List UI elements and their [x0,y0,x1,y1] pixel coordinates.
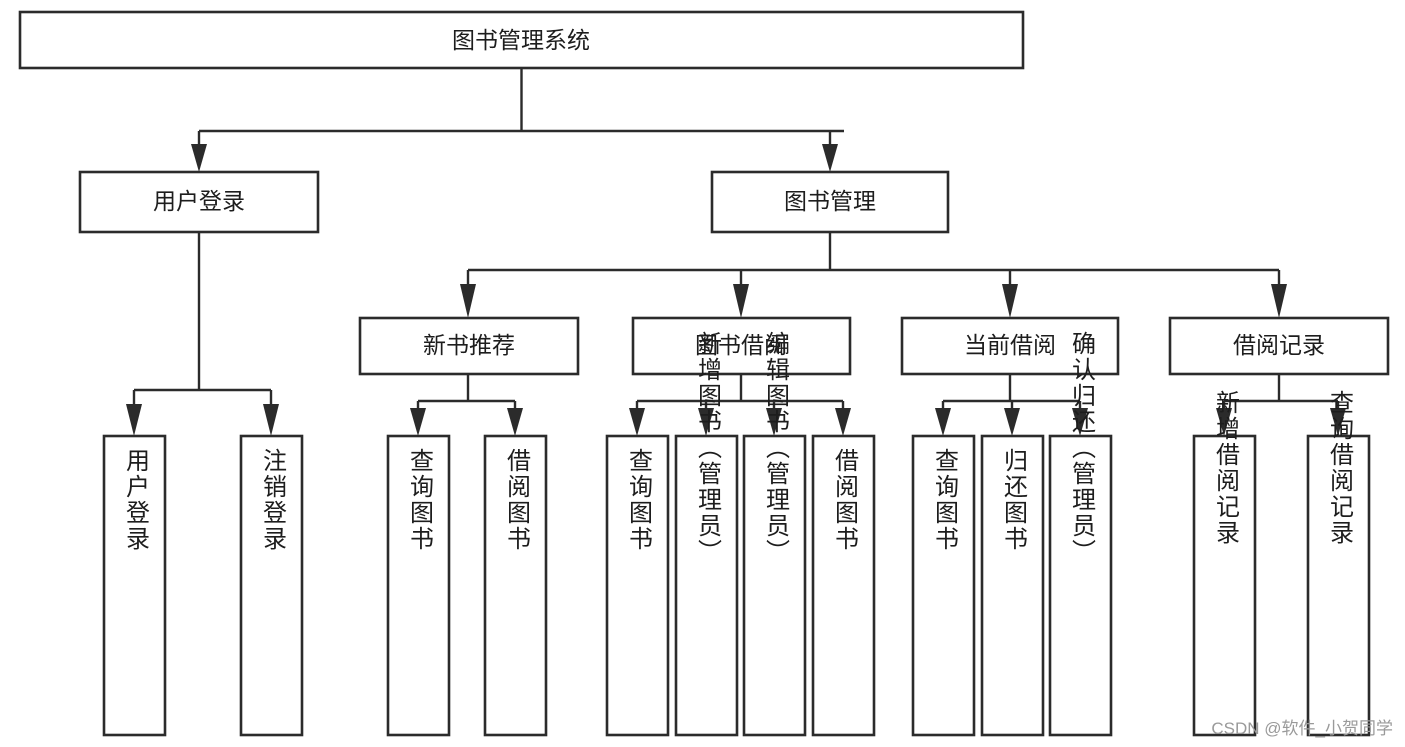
node-new-book-rec-label: 新书推荐 [423,332,515,358]
arrowhead-leaf-user-login [126,404,142,436]
arrowhead-borrow-record [1271,284,1287,318]
arrowhead-leaf-query-record [1330,408,1346,436]
node-leaf-return-book[interactable]: 归还图书 [980,434,1045,737]
node-leaf-return-book-label: 归还图书 [1000,448,1028,552]
arrowhead-leaf-borrow-book-1 [507,408,523,436]
node-leaf-confirm-return[interactable]: 确认归还（管理员） [1048,331,1113,737]
node-leaf-confirm-return-box[interactable] [1048,434,1113,737]
arrowhead-new-book-rec [460,284,476,318]
node-leaf-edit-book-box[interactable] [742,434,807,737]
node-leaf-query-book-3-box[interactable] [911,434,976,737]
node-leaf-user-logout[interactable]: 注销登录 [239,434,304,737]
node-new-book-rec[interactable]: 新书推荐 [358,316,580,376]
arrowhead-book-borrow [733,284,749,318]
arrowhead-leaf-add-record [1216,408,1232,436]
connector-group [126,68,1346,436]
node-leaf-add-record-box[interactable] [1192,434,1257,737]
arrowhead-leaf-query-book-2 [629,408,645,436]
node-leaf-query-record-label: 查询借阅记录 [1326,390,1354,546]
node-leaf-borrow-book-2[interactable]: 借阅图书 [811,434,876,737]
node-root-label: 图书管理系统 [452,27,590,53]
node-book-manage-box[interactable] [710,170,950,234]
arrowhead-book-manage [822,144,838,172]
node-leaf-user-logout-box[interactable] [239,434,304,737]
node-leaf-add-book[interactable]: 新增图书（管理员） [674,331,739,737]
arrowhead-leaf-query-book-3 [935,408,951,436]
node-book-borrow-label: 图书借阅 [695,332,787,358]
arrowhead-leaf-add-book [698,408,714,436]
node-current-borrow[interactable]: 当前借阅 [900,316,1120,376]
node-leaf-query-book-2-label: 查询图书 [625,448,653,552]
node-leaf-borrow-book-1[interactable]: 借阅图书 [483,434,548,737]
node-leaf-user-logout-label: 注销登录 [259,448,287,552]
node-leaf-borrow-book-1-label: 借阅图书 [503,448,531,552]
arrowhead-user-login [191,144,207,172]
node-leaf-borrow-book-2-label: 借阅图书 [831,448,859,552]
node-current-borrow-label: 当前借阅 [964,332,1056,358]
node-leaf-confirm-return-label: 确认归还（管理员） [1068,331,1096,565]
node-root-box[interactable] [18,10,1025,70]
arrowhead-leaf-borrow-book-2 [835,408,851,436]
node-leaf-borrow-book-1-box[interactable] [483,434,548,737]
node-current-borrow-box[interactable] [900,316,1120,376]
node-leaf-query-book-1[interactable]: 查询图书 [386,434,451,737]
node-borrow-record-box[interactable] [1168,316,1390,376]
node-leaf-query-book-1-box[interactable] [386,434,451,737]
node-leaf-user-login[interactable]: 用户登录 [102,434,167,737]
node-leaf-borrow-book-2-box[interactable] [811,434,876,737]
node-user-login-label: 用户登录 [153,188,245,214]
node-leaf-user-login-label: 用户登录 [122,448,150,552]
node-leaf-query-book-3-label: 查询图书 [931,448,959,552]
node-leaf-query-record-box[interactable] [1306,434,1371,737]
node-new-book-rec-box[interactable] [358,316,580,376]
node-borrow-record[interactable]: 借阅记录 [1168,316,1390,376]
node-leaf-edit-book-label: 编辑图书（管理员） [762,331,790,565]
node-leaf-return-book-box[interactable] [980,434,1045,737]
node-leaf-user-login-box[interactable] [102,434,167,737]
arrowhead-leaf-edit-book [766,408,782,436]
node-book-manage-label: 图书管理 [784,188,876,214]
node-leaf-add-book-box[interactable] [674,434,739,737]
node-book-borrow[interactable]: 图书借阅 [631,316,852,376]
node-leaf-query-book-1-label: 查询图书 [406,448,434,552]
node-root[interactable]: 图书管理系统 [18,10,1025,70]
node-leaf-add-record[interactable]: 新增借阅记录 [1192,390,1257,737]
arrowhead-leaf-query-book-1 [410,408,426,436]
arrowhead-leaf-user-logout [263,404,279,436]
arrowhead-leaf-confirm-return [1072,408,1088,436]
arrowhead-current-borrow [1002,284,1018,318]
node-book-manage[interactable]: 图书管理 [710,170,950,234]
node-leaf-add-book-label: 新增图书（管理员） [694,331,722,565]
node-borrow-record-label: 借阅记录 [1233,332,1325,358]
node-leaf-query-book-2-box[interactable] [605,434,670,737]
node-leaf-query-book-3[interactable]: 查询图书 [911,434,976,737]
node-user-login[interactable]: 用户登录 [78,170,320,234]
node-leaf-add-record-label: 新增借阅记录 [1212,390,1240,546]
node-leaf-query-record[interactable]: 查询借阅记录 [1306,390,1371,737]
node-book-borrow-box[interactable] [631,316,852,376]
node-user-login-box[interactable] [78,170,320,234]
node-leaf-edit-book[interactable]: 编辑图书（管理员） [742,331,807,737]
arrowhead-leaf-return-book [1004,408,1020,436]
node-leaf-query-book-2[interactable]: 查询图书 [605,434,670,737]
